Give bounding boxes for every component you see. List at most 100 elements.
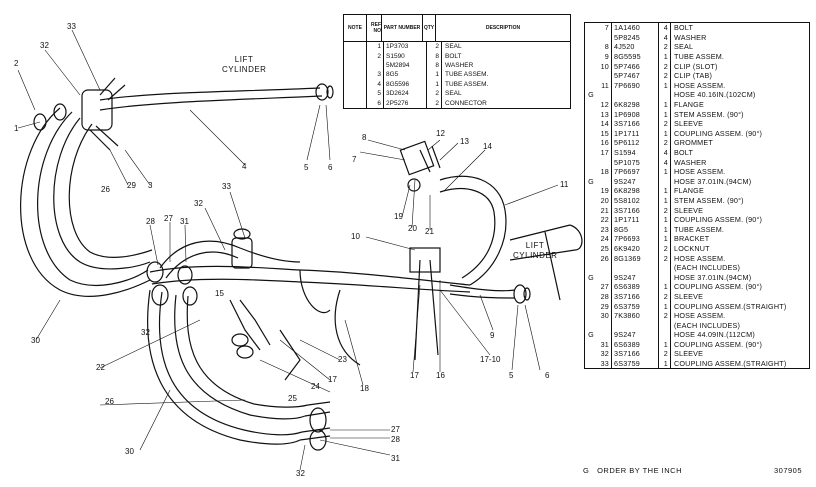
cell-part: 6K8298 — [611, 99, 658, 110]
cell-ref: 5 — [367, 88, 384, 99]
cell-qty: 2 — [658, 118, 670, 129]
cell-qty — [658, 330, 670, 340]
cell-part — [611, 90, 658, 100]
cell-ref: 18 — [600, 167, 609, 177]
cell-desc: WASHER — [445, 61, 474, 69]
cell-part: 3S7166 — [611, 291, 658, 302]
cell-desc: HOSE ASSEM. — [670, 253, 809, 263]
cell-part: 6S3759 — [611, 358, 658, 369]
cell-qty: 2 — [658, 291, 670, 302]
cell-part: S1594 — [611, 147, 658, 158]
cell-ref: 16 — [600, 138, 609, 148]
callout-30b: 30 — [125, 447, 134, 456]
cell-desc: SLEEVE — [670, 118, 809, 129]
cell-desc: HOSE 37.01IN.(94CM) — [670, 176, 809, 187]
cell-qty: 1 — [658, 51, 670, 62]
cell-qty: 8 — [427, 60, 442, 71]
callout-29: 29 — [127, 181, 136, 190]
cell-qty: 1 — [658, 80, 670, 91]
cell-part: 8G5 — [611, 224, 658, 235]
callout-33b: 33 — [222, 182, 231, 191]
parts-table-right-row: G 9S247 HOSE 37.01IN.(94CM) — [585, 176, 809, 187]
callout-13: 13 — [460, 137, 469, 146]
cell-desc: HOSE 40.16IN.(102CM) — [670, 90, 809, 100]
cell-ref: 7 — [604, 23, 609, 33]
cell-part: S1590 — [384, 51, 427, 61]
callout-6: 6 — [328, 163, 333, 172]
cell-qty: 1 — [658, 282, 670, 292]
tube-assembly-right — [449, 284, 516, 292]
cell-desc: COUPLING ASSEM. (90°) — [670, 339, 809, 350]
callout-17-10: 17-10 — [480, 355, 501, 364]
callout-4: 4 — [242, 162, 247, 171]
lift-cylinder-right-line: LIFT CYLINDER — [513, 241, 558, 261]
cell-desc: SEAL — [445, 43, 462, 51]
cell-desc: TUBE ASSEM. — [445, 71, 489, 79]
cell-ref: 14 — [600, 119, 609, 129]
hose-assembly-lower-2 — [174, 294, 306, 420]
cell-qty: 2 — [658, 253, 670, 263]
cell-desc: COUPLING ASSEM. (90°) — [670, 214, 809, 225]
cell-qty: 1 — [658, 128, 670, 139]
cell-part: 1P6908 — [611, 109, 658, 119]
cell-desc: TUBE ASSEM. — [445, 80, 489, 88]
parts-table-right-row: (EACH INCLUDES) — [585, 320, 809, 330]
lift-cylinder-label-right: LIFT CYLINDER — [513, 241, 557, 262]
callout-31: 31 — [180, 217, 189, 226]
cell-qty: 2 — [658, 61, 670, 71]
cell-note — [344, 42, 367, 52]
cell-part: 6K9420 — [611, 243, 658, 254]
callout-21: 21 — [425, 227, 434, 236]
cell-note — [344, 79, 367, 89]
cell-qty: 1 — [658, 339, 670, 350]
cell-ref: 1 — [367, 42, 384, 52]
cell-note — [344, 60, 367, 71]
callout-7: 7 — [352, 155, 357, 164]
cell-qty: 1 — [658, 224, 670, 235]
cell-ref: 27 — [600, 282, 609, 292]
cell-part: 6S3759 — [611, 301, 658, 311]
cell-desc: LOCKNUT — [670, 243, 809, 254]
cell-ref: 3 — [367, 70, 384, 80]
callout-33: 33 — [67, 22, 76, 31]
cell-qty: 1 — [658, 301, 670, 311]
cell-desc: FLANGE — [670, 99, 809, 110]
cell-note: G — [588, 330, 594, 340]
hose-assembly-left-outer — [20, 107, 151, 297]
callout-32d: 32 — [296, 469, 305, 478]
cell-qty: 4 — [658, 23, 670, 33]
header-qty: QTY — [423, 15, 436, 41]
cell-part: 4J520 — [611, 42, 658, 52]
cell-desc: STEM ASSEM. (90°) — [670, 109, 809, 119]
callout-5b: 5 — [509, 371, 514, 380]
cell-desc: HOSE 37.01IN.(94CM) — [670, 272, 809, 283]
cell-desc: HOSE 44.09IN.(112CM) — [670, 330, 809, 340]
cell-desc: BOLT — [445, 52, 462, 60]
cell-ref: 23 — [600, 224, 609, 234]
cell-desc: COUPLING ASSEM. (90°) — [670, 128, 809, 139]
cell-ref: 8 — [604, 42, 609, 52]
cell-desc: HOSE ASSEM. — [670, 80, 809, 91]
callout-23: 23 — [338, 355, 347, 364]
cell-desc: TUBE ASSEM. — [670, 224, 809, 235]
callout-14: 14 — [483, 142, 492, 151]
cell-part: 1P3703 — [384, 42, 427, 52]
cell-part: 7P6693 — [611, 234, 658, 244]
cell-part: 9S247 — [611, 176, 658, 187]
callout-11: 11 — [560, 180, 569, 189]
callout-19: 19 — [394, 212, 403, 221]
cell-part: 8G5596 — [384, 79, 427, 89]
cell-note: G — [588, 176, 594, 186]
